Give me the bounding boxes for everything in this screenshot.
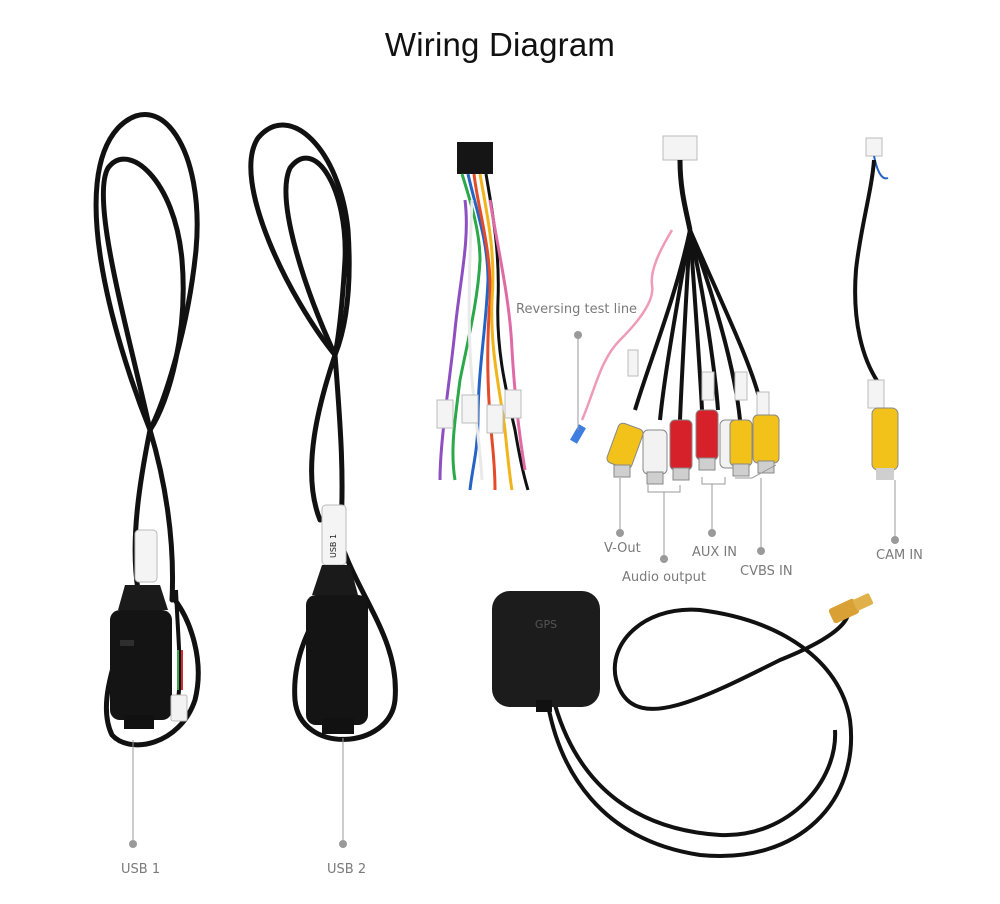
gps-antenna — [492, 591, 874, 858]
usb2-connector — [306, 504, 368, 734]
label-v-out: V-Out — [604, 541, 641, 556]
usb1-pin-connector — [170, 589, 188, 722]
label-usb1: USB 1 — [121, 862, 161, 877]
usb1-cable — [93, 112, 201, 748]
label-aux-in: AUX IN — [692, 545, 738, 560]
label-cam-in: CAM IN — [876, 548, 923, 563]
callout-dots — [129, 331, 899, 848]
page-title: Wiring Diagram — [384, 26, 616, 63]
main-harness — [436, 142, 530, 491]
label-reversing-test-line: Reversing test line — [516, 302, 638, 317]
usb-tag-text: USB 1 — [329, 533, 338, 558]
rca-harness — [570, 135, 770, 444]
callouts — [132, 335, 896, 840]
usb1-connector — [110, 529, 172, 729]
label-usb2: USB 2 — [327, 862, 367, 877]
label-audio-output: Audio output — [622, 570, 706, 585]
gps-logo-text: GPS — [535, 618, 557, 631]
cam-in-cable — [853, 137, 899, 480]
label-cvbs-in: CVBS IN — [740, 564, 793, 579]
rca-plugs — [606, 409, 780, 485]
